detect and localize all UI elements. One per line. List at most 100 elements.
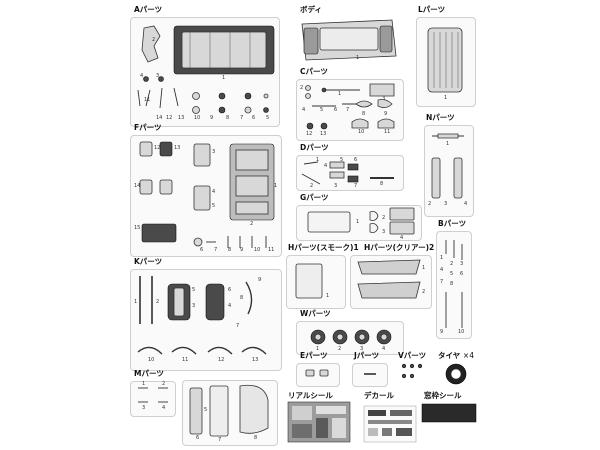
section-body: ボディ 1 (296, 6, 402, 64)
section-b-title: Bパーツ (438, 219, 467, 228)
k-part-number: 11 (182, 357, 189, 363)
f-part-number: 12 (154, 145, 161, 151)
section-m-tray (130, 381, 176, 417)
section-b: Bパーツ 1 2 3 4 5 6 7 8 9 10 (436, 219, 472, 339)
h-smoke-part-number: 1 (326, 293, 330, 299)
f-part-number: 13 (174, 145, 181, 151)
section-k-tray (130, 269, 282, 371)
f-interior-drawing (139, 141, 275, 248)
g-part-number: 1 (356, 219, 360, 225)
n-part-number: 3 (444, 201, 448, 207)
body-part-number: 1 (356, 55, 360, 61)
n-part-number: 4 (464, 201, 468, 207)
window-seal-sheet-drawing (421, 403, 477, 423)
a-part-number: 12 (166, 115, 173, 121)
section-real-seal: リアルシール (287, 392, 352, 444)
b-part-number: 9 (440, 329, 444, 335)
d-parts-drawing (301, 161, 394, 185)
k-part-number: 7 (236, 323, 240, 329)
section-a-title: Aパーツ (134, 5, 163, 14)
w-part-number: 2 (338, 346, 342, 352)
section-w-title: Wパーツ (300, 309, 331, 318)
c-part-number: 12 (306, 131, 313, 137)
section-h-clear-title: Hパーツ(クリアー)2 (364, 243, 435, 252)
section-d: Dパーツ 1 2 3 4 5 6 7 8 (296, 143, 404, 191)
f-part-number: 3 (212, 149, 216, 155)
section-window-seal: 窓枠シール (421, 391, 478, 432)
section-v: Vパーツ (396, 352, 426, 386)
w-part-number: 3 (360, 346, 364, 352)
real-seal-sheet-drawing (287, 401, 351, 443)
g-part-number: 3 (382, 229, 386, 235)
section-e: Eパーツ (296, 351, 340, 387)
c-part-number: 13 (320, 131, 327, 137)
section-d-title: Dパーツ (300, 143, 329, 152)
section-tire-title: タイヤ ×4 (438, 352, 474, 360)
c-part-number: 5 (320, 107, 324, 113)
m-part-number: 6 (196, 435, 200, 441)
a-part-number: 13 (178, 115, 185, 121)
c-parts-drawing (305, 83, 395, 130)
k-part-number: 5 (192, 287, 196, 293)
section-h-clear: Hパーツ(クリアー)2 1 2 (350, 243, 435, 309)
b-part-number: 7 (440, 279, 444, 285)
b-part-number: 1 (440, 255, 444, 261)
a-part-number: 9 (210, 115, 214, 121)
m-part-number: 5 (204, 407, 208, 413)
k-part-number: 13 (252, 357, 259, 363)
c-part-number: 1 (338, 91, 342, 97)
section-n: Nパーツ 1 2 3 4 (424, 113, 474, 217)
m-part-number: 7 (218, 437, 222, 443)
v-parts-drawing (401, 363, 423, 379)
k-part-number: 9 (258, 277, 262, 283)
section-l: Lパーツ 1 (416, 5, 476, 107)
section-j: Jパーツ (352, 351, 388, 387)
d-part-number: 5 (340, 157, 344, 163)
g-parts-drawing (307, 207, 415, 235)
section-tire: タイヤ ×4 (438, 352, 488, 386)
section-decal: デカール (362, 392, 418, 444)
section-m-title: Mパーツ (134, 369, 164, 378)
d-part-number: 3 (334, 183, 338, 189)
section-g-title: Gパーツ (300, 193, 329, 202)
h-smoke-window-drawing (295, 263, 323, 299)
section-j-tray (352, 363, 388, 387)
a-part-number: 14 (156, 115, 163, 121)
c-part-number: 6 (334, 107, 338, 113)
tire-label: タイヤ (438, 351, 461, 360)
section-k-title: Kパーツ (134, 257, 163, 266)
section-d-tray (296, 155, 404, 191)
section-j-title: Jパーツ (354, 351, 380, 360)
b-part-number: 2 (450, 261, 454, 267)
section-window-seal-title: 窓枠シール (424, 391, 462, 400)
f-part-number: 10 (254, 247, 261, 253)
section-h-smoke: Hパーツ(スモーク)1 1 (286, 244, 359, 309)
m-part-number: 8 (254, 435, 258, 441)
section-f-title: Fパーツ (134, 123, 162, 132)
f-part-number: 14 (134, 183, 141, 189)
a-part-number: 7 (240, 115, 244, 121)
a-part-number: 5 (266, 115, 270, 121)
section-l-title: Lパーツ (418, 5, 446, 14)
j-parts-drawing (364, 373, 376, 375)
c-part-number: 10 (358, 129, 365, 135)
e-parts-drawing (305, 369, 329, 377)
f-part-number: 1 (274, 183, 278, 189)
k-part-number: 2 (156, 299, 160, 305)
section-g: Gパーツ 1 2 3 4 (296, 193, 422, 241)
d-part-number: 4 (324, 163, 328, 169)
section-n-title: Nパーツ (426, 113, 455, 122)
b-part-number: 8 (450, 281, 454, 287)
b-part-number: 6 (460, 271, 464, 277)
c-part-number: 7 (346, 107, 350, 113)
m-parts-drawing (138, 384, 269, 437)
a-part-number: 1 (222, 75, 226, 81)
g-part-number: 2 (382, 215, 386, 221)
section-e-title: Eパーツ (300, 351, 328, 360)
k-part-number: 4 (228, 303, 232, 309)
n-part-number: 1 (446, 141, 450, 147)
k-part-number: 8 (240, 295, 244, 301)
m-part-number: 3 (142, 405, 146, 411)
d-part-number: 7 (354, 183, 358, 189)
n-parts-drawing (431, 133, 464, 199)
